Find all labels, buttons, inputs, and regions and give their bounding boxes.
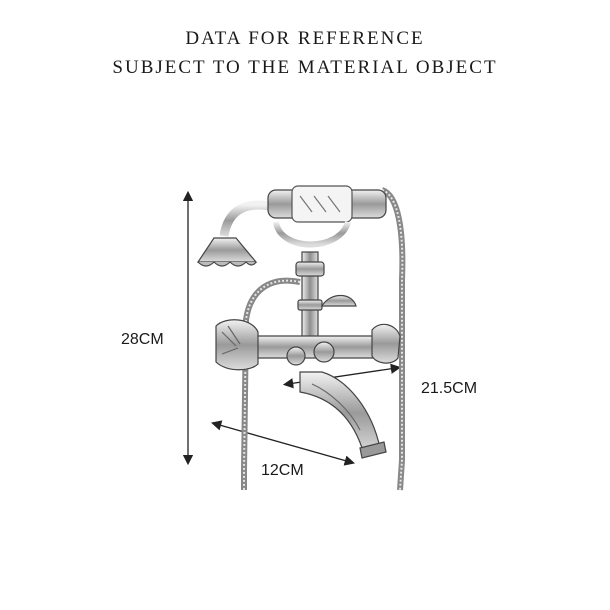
depth-dimension-line — [210, 420, 356, 466]
height-dimension-label: 28CM — [121, 331, 164, 348]
depth-dimension-label: 12CM — [261, 462, 304, 479]
width-dimension-label: 21.5CM — [421, 380, 478, 397]
header-line-2: SUBJECT TO THE MATERIAL OBJECT — [112, 57, 498, 78]
header-line-1: DATA FOR REFERENCE — [185, 28, 425, 49]
clawfoot-tub-faucet-with-hand-shower-icon — [196, 185, 406, 491]
